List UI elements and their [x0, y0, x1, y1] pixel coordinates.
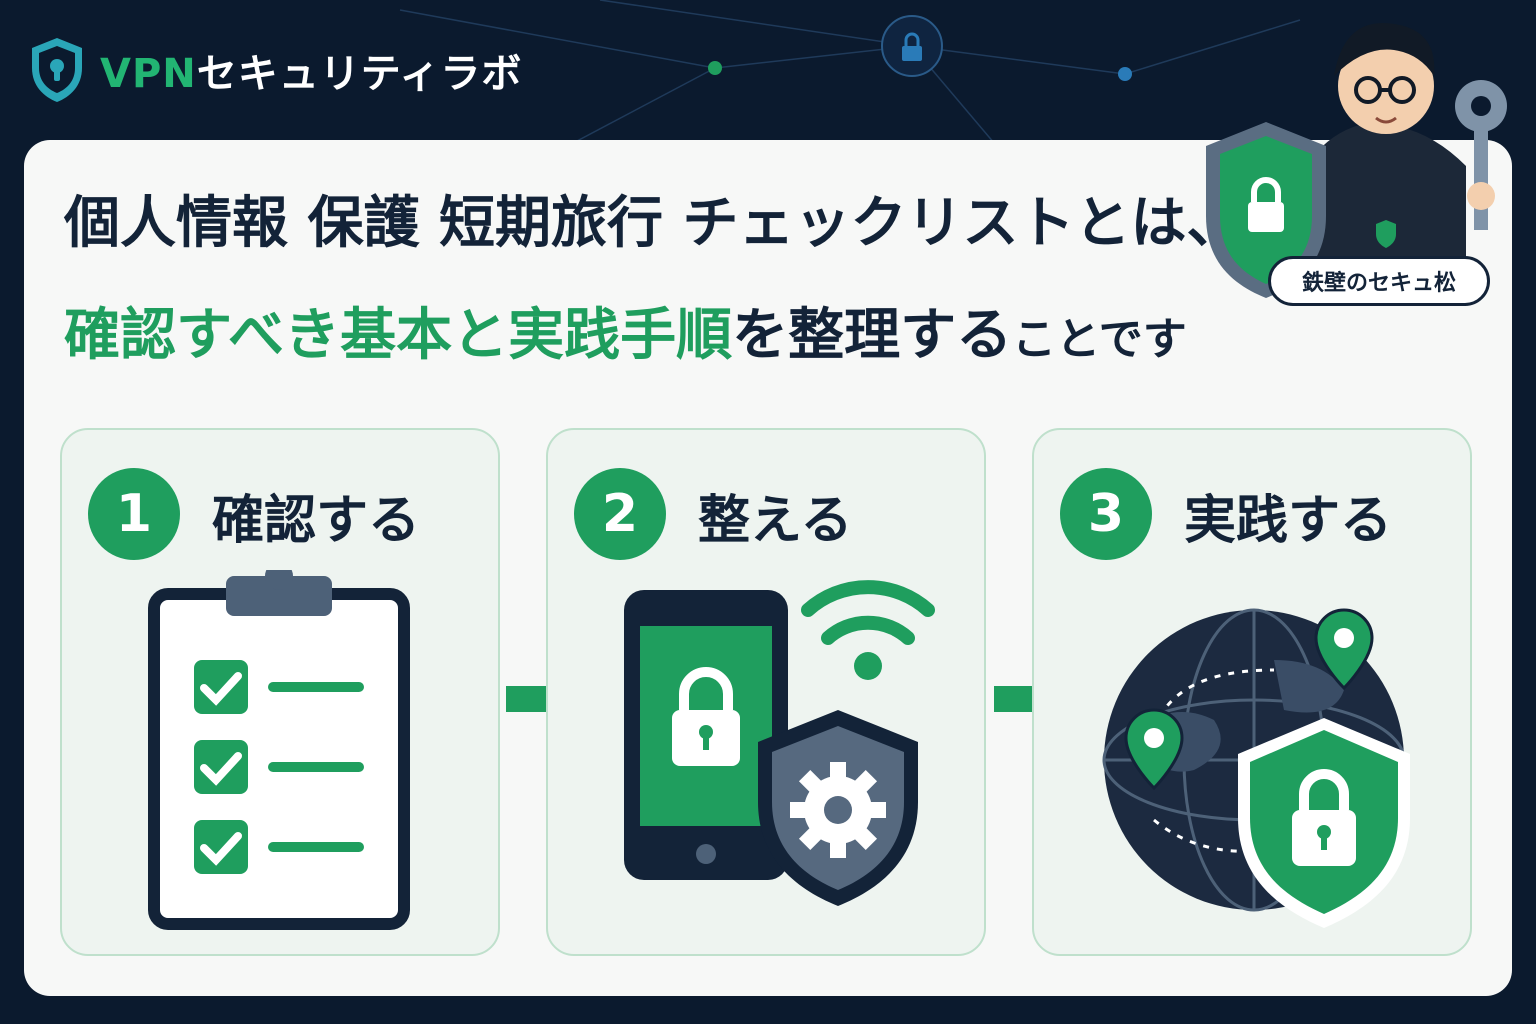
headline-line2: 確認すべき基本と実践手順を整理することです	[64, 300, 1243, 376]
network-background	[399, 0, 1301, 150]
brand-name: VPNセキュリティラボ	[100, 41, 522, 99]
steps-row: 1 確認する	[60, 428, 1480, 958]
step-card-1: 1 確認する	[60, 428, 500, 956]
step-number-1: 1	[88, 468, 180, 560]
step-number-3: 3	[1060, 468, 1152, 560]
step-card-3: 3 実践する	[1032, 428, 1472, 956]
headline: 個人情報 保護 短期旅行 チェックリストとは、 確認すべき基本と実践手順を整理す…	[64, 188, 1243, 376]
step-title-3: 実践する	[1184, 491, 1393, 551]
step-title-1: 確認する	[212, 491, 421, 551]
globe-pins-shield-lock-icon	[1102, 608, 1410, 928]
headline-line1: 個人情報 保護 短期旅行 チェックリストとは、	[64, 191, 1243, 256]
phone-lock-wifi-shield-gear-icon	[624, 580, 935, 906]
step-title-2: 整える	[698, 491, 853, 551]
brand-suffix: セキュリティラボ	[196, 51, 523, 97]
brand-logo: VPNセキュリティラボ	[28, 34, 522, 106]
headline-emphasis: 確認すべき基本と実践手順	[64, 303, 733, 368]
headline-line2-dark: を整理する	[732, 303, 1013, 368]
mascot-name-badge: 鉄壁のセキュ松	[1268, 256, 1490, 306]
brand-prefix: VPN	[100, 51, 197, 97]
content-card: 個人情報 保護 短期旅行 チェックリストとは、 確認すべき基本と実践手順を整理す…	[24, 140, 1512, 996]
headline-line2-small: ことです	[1012, 314, 1187, 365]
shield-keyhole-icon	[32, 38, 82, 102]
mascot-character	[1206, 23, 1507, 306]
clipboard-checklist-icon	[148, 570, 410, 930]
step-card-2: 2 整える	[546, 428, 986, 956]
step-number-2: 2	[574, 468, 666, 560]
